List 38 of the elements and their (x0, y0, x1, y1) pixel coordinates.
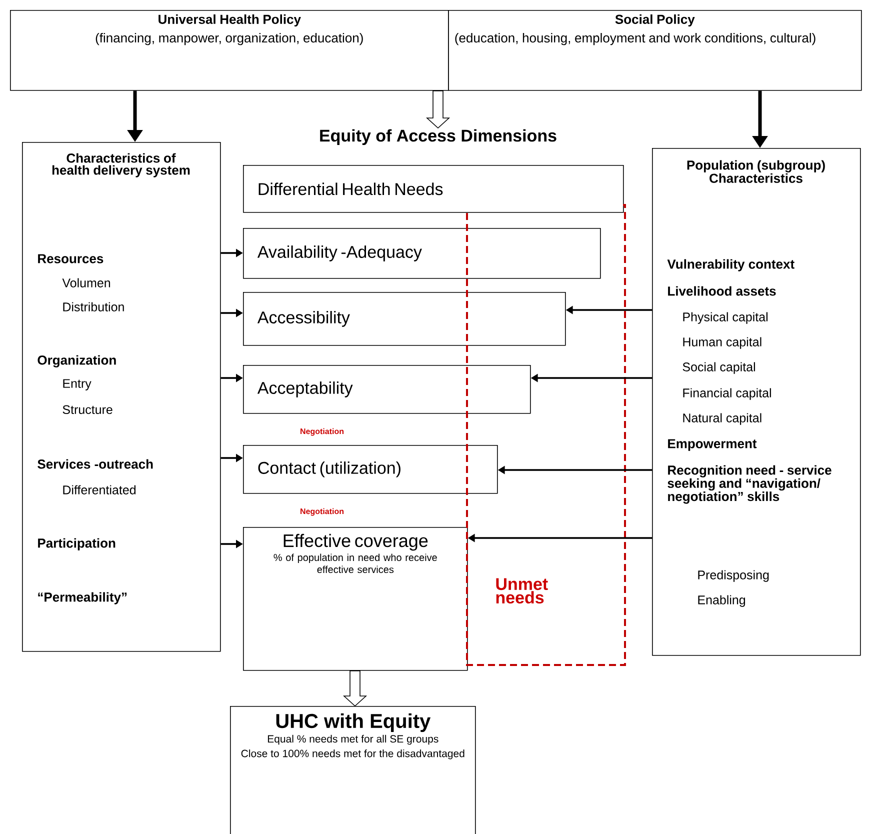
note-label: Negotiation (300, 428, 344, 436)
item-label: Financial capital (683, 388, 771, 400)
item-label: Enabling (698, 595, 746, 607)
item-label: Differentiated (63, 485, 136, 494)
item-label: Organization (38, 355, 116, 368)
item-label: Participation (38, 538, 116, 550)
section-heading: Equity of Access Dimensions (320, 129, 556, 146)
dimension-box: Differential Health Needs (243, 165, 624, 213)
box-heading: Population (subgroup) Characteristics (687, 160, 825, 183)
item-label: Physical capital (683, 312, 768, 324)
item-label: Livelihood assets (668, 286, 776, 296)
item-label: Vulnerability context (667, 259, 794, 272)
box-heading: Characteristics of health delivery system (52, 153, 190, 178)
item-label: Resources (38, 254, 104, 264)
hollow-arrow (342, 670, 368, 707)
dimension-box: Contact (utilization) (243, 445, 498, 494)
item-label: Recognition need - service seeking and “navigation/ negotiation” skills (668, 465, 832, 504)
item-label: Structure (62, 405, 112, 414)
outcome-box: UHC with Equity Equal % needs met for all SE groups Close to 100% needs met for the disadvantaged (230, 706, 476, 834)
note-label: Negotiation (300, 508, 344, 516)
item-label: “Permeability” (38, 592, 127, 604)
item-label: Natural capital (683, 413, 762, 425)
item-label: Distribution (63, 302, 124, 312)
item-label: Empowerment (668, 439, 757, 451)
coverage-box: Effective coverage % of population in need who receive effective services (243, 527, 468, 671)
item-label: Social capital (682, 362, 755, 374)
policy-box: Social Policy (education, housing, employment and work conditions, cultural) (448, 10, 862, 91)
item-label: Human capital (683, 337, 762, 349)
policy-box: Universal Health Policy (financing, manpower, organization, education) (10, 10, 449, 91)
item-label: Entry (63, 379, 92, 390)
dimension-box: Availability -Adequacy (243, 228, 601, 279)
dimension-box: Accessibility (243, 292, 566, 346)
item-label: Predisposing (698, 570, 769, 582)
region-label: Unmet needs (496, 578, 548, 604)
item-label: Volumen (62, 278, 110, 288)
item-label: Services -outreach (38, 459, 153, 469)
hollow-arrow (426, 90, 450, 129)
dimension-box: Acceptability (243, 365, 531, 414)
